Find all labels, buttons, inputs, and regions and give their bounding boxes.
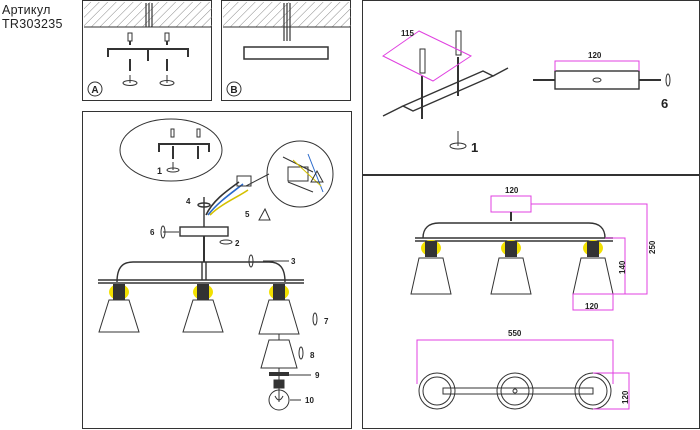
- screw-icon: [129, 59, 168, 71]
- dim-depth-120-line: [593, 372, 630, 410]
- variant-a-label: A: [91, 85, 98, 96]
- rotate-icon: [122, 75, 175, 86]
- shade-left: [410, 257, 452, 295]
- socket-left: [421, 240, 441, 257]
- canopy-plate: [243, 46, 329, 60]
- callout-3: 3: [291, 257, 296, 266]
- socket-right: [269, 284, 289, 300]
- variant-b-label: B: [230, 85, 237, 96]
- rotate-icon: [160, 225, 233, 245]
- shade-center: [490, 257, 532, 295]
- socket-center: [193, 284, 213, 300]
- warning-icon: [310, 169, 324, 183]
- dim-250-line: [531, 203, 648, 295]
- terminal-block-icon: [282, 153, 324, 193]
- socket-right: [583, 240, 603, 257]
- callout-8: 8: [310, 351, 315, 360]
- dowel-icon: [127, 32, 170, 45]
- shade-right: [258, 299, 300, 335]
- dim-120-label: 120: [588, 51, 602, 60]
- dim-depth-120-label: 120: [621, 390, 630, 404]
- dim-115-label: 115: [401, 29, 414, 38]
- dim-115-outline: [382, 30, 473, 82]
- article-header: Артикул TR303235: [2, 3, 63, 31]
- callout-9: 9: [315, 371, 320, 380]
- callout-5: 5: [245, 210, 250, 219]
- dim-120-top-line: [554, 60, 640, 71]
- dim-140-line: [605, 237, 626, 294]
- ceiling-hatch: [84, 2, 212, 27]
- mounting-diagram: 115 1 120 6: [382, 29, 671, 155]
- install-variant-b-diagram: B: [223, 2, 351, 97]
- shade-right: [572, 257, 614, 295]
- canopy-plate: [554, 70, 640, 90]
- shade-center: [182, 299, 224, 333]
- dimensions-panel: 120 250 140 120 550: [362, 175, 700, 429]
- wiring-detail-bubble: [266, 140, 334, 208]
- variant-b-badge: [226, 81, 242, 97]
- dim-550-line: [416, 339, 614, 384]
- callout-6: 6: [150, 228, 155, 237]
- article-number: TR303235: [2, 17, 63, 31]
- mounting-bar: [382, 67, 509, 117]
- terminal-block-icon: [236, 175, 252, 187]
- shade-left: [98, 299, 140, 333]
- warning-icon: [258, 207, 271, 221]
- rotate-icon: [248, 254, 254, 268]
- dimensions-diagram: 120 250 140 120 550: [410, 186, 657, 410]
- lamp-frame: [415, 222, 613, 242]
- install-variant-a-panel: A: [82, 0, 212, 101]
- lamp-frame: [98, 261, 304, 284]
- wiring-cluster: [205, 175, 252, 216]
- socket-ring: [269, 372, 289, 376]
- dim-shade-120-label: 120: [585, 302, 599, 311]
- dowel-icon: [419, 30, 462, 74]
- dim-550-label: 550: [508, 329, 522, 338]
- dim-top-120-label: 120: [505, 186, 519, 195]
- mount-detail-bubble: [119, 118, 223, 182]
- socket-left: [109, 284, 129, 300]
- dim-shade-120-box: [572, 293, 614, 311]
- dowel-icon: [158, 128, 210, 173]
- rotate-icon: [298, 312, 318, 360]
- screw-icon: [421, 57, 459, 119]
- callout-2: 2: [235, 239, 240, 248]
- assembly-panel: 1 5 4 6 2: [82, 111, 352, 429]
- install-variant-b-panel: B: [221, 0, 351, 101]
- callout-6: 6: [661, 96, 668, 111]
- mounting-panel: 115 1 120 6: [362, 0, 700, 175]
- callout-7: 7: [324, 317, 329, 326]
- rotate-icon: [665, 73, 671, 87]
- dim-250-label: 250: [648, 240, 657, 254]
- assembly-diagram: 1 5 4 6 2: [98, 118, 334, 411]
- shade-exploded: [260, 339, 298, 369]
- socket-center: [501, 240, 521, 257]
- detail-callout-1: 1: [157, 166, 162, 176]
- dim-140-label: 140: [618, 260, 627, 274]
- install-variant-a-diagram: A: [84, 2, 212, 97]
- callout-1: 1: [471, 140, 478, 155]
- callout-4: 4: [186, 197, 191, 206]
- rotate-icon: [449, 131, 467, 150]
- callout-10: 10: [305, 396, 314, 405]
- article-label: Артикул: [2, 3, 51, 17]
- variant-a-badge: [87, 81, 103, 97]
- dim-120-top-box: [490, 195, 532, 213]
- top-view-bar: [442, 387, 594, 395]
- bulb-icon: [268, 379, 290, 411]
